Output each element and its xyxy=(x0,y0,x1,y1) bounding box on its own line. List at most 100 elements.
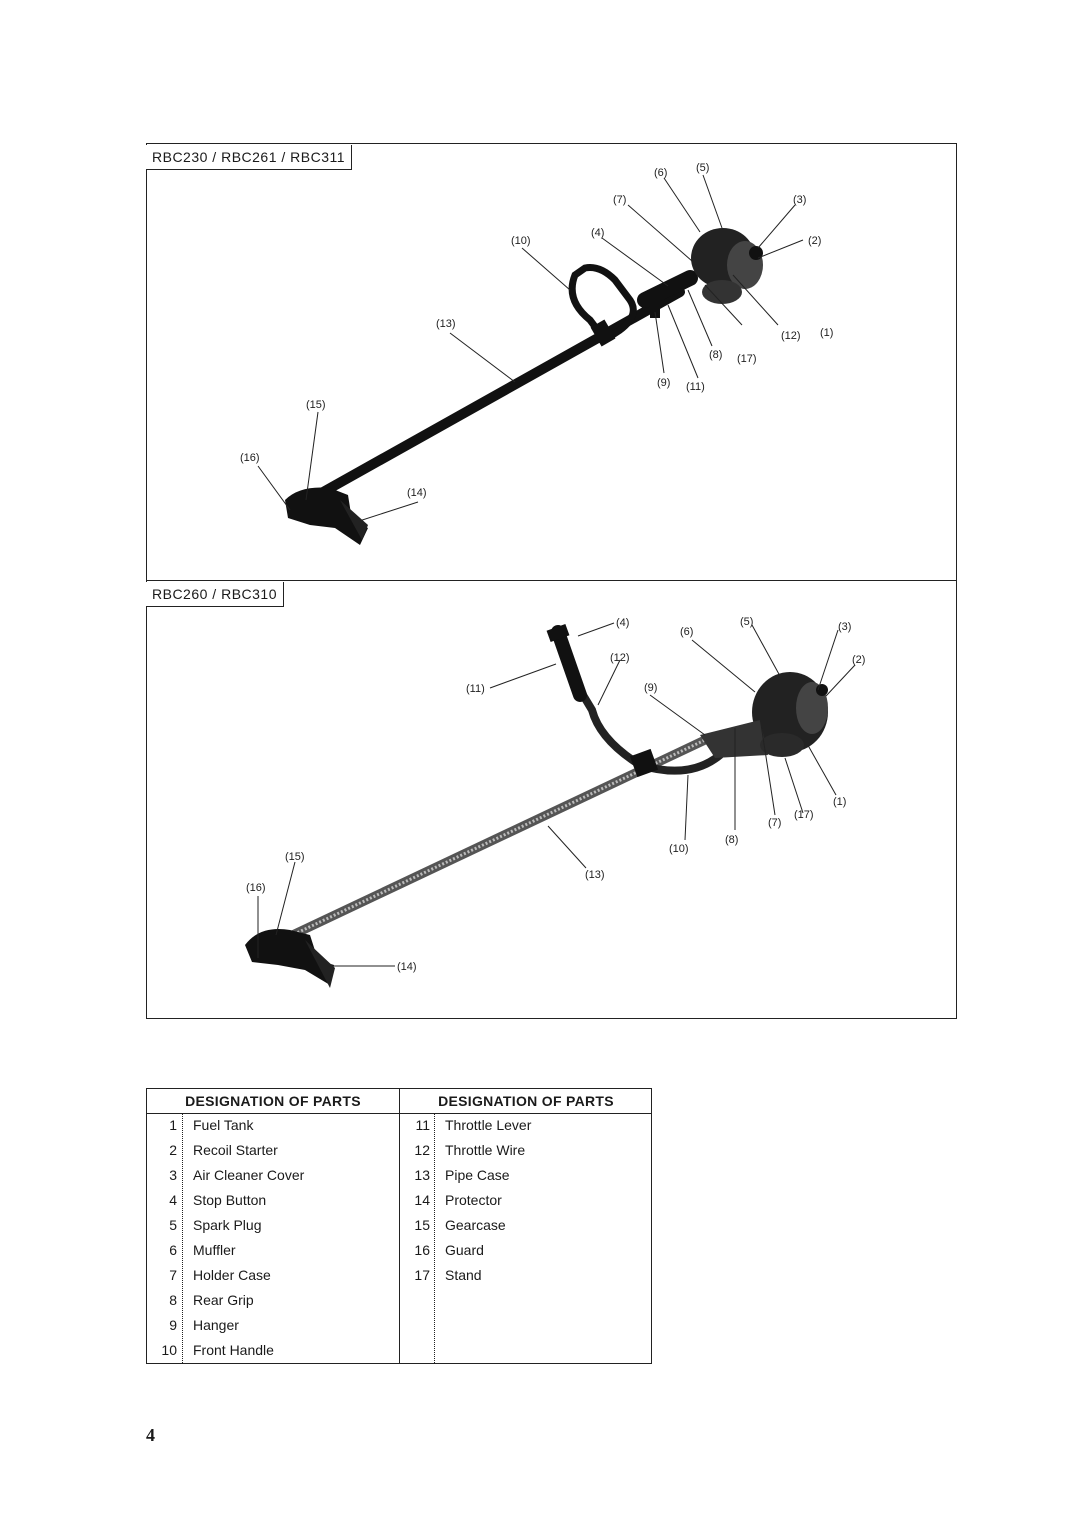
callout-top-4: (4) xyxy=(591,227,604,239)
part-name: Stand xyxy=(445,1267,482,1283)
callout-bottom-13: (13) xyxy=(585,869,605,881)
callout-top-16: (16) xyxy=(240,452,260,464)
part-number: 2 xyxy=(169,1142,177,1158)
table-row: 10 Front Handle xyxy=(147,1338,399,1363)
part-name: Stop Button xyxy=(193,1192,267,1208)
callout-bottom-15: (15) xyxy=(285,851,305,863)
part-number: 4 xyxy=(169,1192,177,1208)
part-number: 10 xyxy=(161,1342,177,1358)
parts-table: DESIGNATION OF PARTS DESIGNATION OF PART… xyxy=(146,1088,652,1364)
table-row: 1 Fuel Tank xyxy=(147,1113,399,1138)
part-name: Protector xyxy=(445,1192,502,1208)
part-name: Throttle Wire xyxy=(445,1142,526,1158)
brushcutter-illustration-bottom xyxy=(245,623,828,988)
table-row: 7 Holder Case xyxy=(147,1263,399,1288)
callout-bottom-1: (1) xyxy=(833,796,846,808)
table-row: 12 Throttle Wire xyxy=(400,1138,652,1163)
part-name: Spark Plug xyxy=(193,1217,262,1233)
table-row: 5 Spark Plug xyxy=(147,1213,399,1238)
callout-bottom-6: (6) xyxy=(680,626,693,638)
table-row: 16 Guard xyxy=(400,1238,652,1263)
part-name: Fuel Tank xyxy=(193,1117,254,1133)
leader-lines-top xyxy=(257,174,804,524)
callout-top-2: (2) xyxy=(808,235,821,247)
part-number: 15 xyxy=(414,1217,430,1233)
part-name: Air Cleaner Cover xyxy=(193,1167,305,1183)
figure-frame xyxy=(146,143,957,1019)
model-label-top: RBC230 / RBC261 / RBC311 xyxy=(146,145,353,170)
num-divider-left xyxy=(182,1113,183,1363)
table-row: 14 Protector xyxy=(400,1188,652,1213)
part-number: 12 xyxy=(414,1142,430,1158)
callout-bottom-4: (4) xyxy=(616,617,629,629)
part-name: Guard xyxy=(445,1242,484,1258)
figure-divider xyxy=(146,580,957,581)
part-number: 8 xyxy=(169,1292,177,1308)
callout-top-8: (8) xyxy=(709,349,722,361)
table-row: 6 Muffler xyxy=(147,1238,399,1263)
callout-top-5: (5) xyxy=(696,162,709,174)
callout-top-10: (10) xyxy=(511,235,531,247)
callout-bottom-8: (8) xyxy=(725,834,738,846)
table-row: 3 Air Cleaner Cover xyxy=(147,1163,399,1188)
callout-top-7: (7) xyxy=(613,194,626,206)
part-name: Pipe Case xyxy=(445,1167,510,1183)
table-header-right: DESIGNATION OF PARTS xyxy=(438,1093,614,1109)
table-row: 2 Recoil Starter xyxy=(147,1138,399,1163)
callout-top-15: (15) xyxy=(306,399,326,411)
part-name: Hanger xyxy=(193,1317,239,1333)
callouts-bottom: (1) (2) (3) (4) (5) (6) (7) (8) (9) (10)… xyxy=(246,616,865,973)
callout-bottom-3: (3) xyxy=(838,621,851,633)
part-name: Holder Case xyxy=(193,1267,271,1283)
model-label-bottom: RBC260 / RBC310 xyxy=(146,582,285,607)
table-row: 8 Rear Grip xyxy=(147,1288,399,1313)
callout-bottom-7: (7) xyxy=(768,817,781,829)
part-number: 11 xyxy=(415,1117,430,1133)
callout-bottom-16: (16) xyxy=(246,882,266,894)
callout-bottom-2: (2) xyxy=(852,654,865,666)
callout-top-13: (13) xyxy=(436,318,456,330)
callout-bottom-14: (14) xyxy=(397,961,417,973)
part-name: Gearcase xyxy=(445,1217,506,1233)
table-header-left: DESIGNATION OF PARTS xyxy=(185,1093,361,1109)
part-name: Muffler xyxy=(193,1242,236,1258)
part-name: Rear Grip xyxy=(193,1292,254,1308)
part-number: 5 xyxy=(169,1217,177,1233)
page-number: 4 xyxy=(146,1425,155,1445)
callout-bottom-5: (5) xyxy=(740,616,753,628)
part-number: 3 xyxy=(169,1167,177,1183)
callout-top-3: (3) xyxy=(793,194,806,206)
table-row: 11 Throttle Lever xyxy=(400,1113,652,1138)
callout-bottom-17: (17) xyxy=(794,809,814,821)
part-number: 13 xyxy=(414,1167,430,1183)
callout-top-9: (9) xyxy=(657,377,670,389)
part-number: 17 xyxy=(414,1267,430,1283)
part-name: Front Handle xyxy=(193,1342,274,1358)
callout-top-11: (11) xyxy=(686,381,705,393)
part-number: 9 xyxy=(169,1317,177,1333)
part-number: 7 xyxy=(169,1267,177,1283)
callout-top-17: (17) xyxy=(737,353,757,365)
callout-bottom-10: (10) xyxy=(669,843,689,855)
callout-bottom-9: (9) xyxy=(644,682,657,694)
callout-top-6: (6) xyxy=(654,167,667,179)
table-row: 9 Hanger xyxy=(147,1313,399,1338)
leader-lines-bottom xyxy=(257,622,856,967)
callout-top-1: (1) xyxy=(820,327,833,339)
part-number: 14 xyxy=(414,1192,430,1208)
part-number: 16 xyxy=(414,1242,430,1258)
callout-top-12: (12) xyxy=(781,330,801,342)
callouts-top: (1) (2) (3) (4) (5) (6) (7) (8) (9) (10)… xyxy=(240,162,833,499)
callout-bottom-11: (11) xyxy=(466,683,485,695)
column-divider xyxy=(399,1089,400,1363)
table-row: 4 Stop Button xyxy=(147,1188,399,1213)
part-number: 1 xyxy=(169,1117,177,1133)
brushcutter-illustration-top xyxy=(285,228,763,545)
table-row: 15 Gearcase xyxy=(400,1213,652,1238)
callout-top-14: (14) xyxy=(407,487,427,499)
table-row: 13 Pipe Case xyxy=(400,1163,652,1188)
part-name: Throttle Lever xyxy=(445,1117,532,1133)
part-name: Recoil Starter xyxy=(193,1142,278,1158)
table-row: 17 Stand xyxy=(400,1263,652,1288)
